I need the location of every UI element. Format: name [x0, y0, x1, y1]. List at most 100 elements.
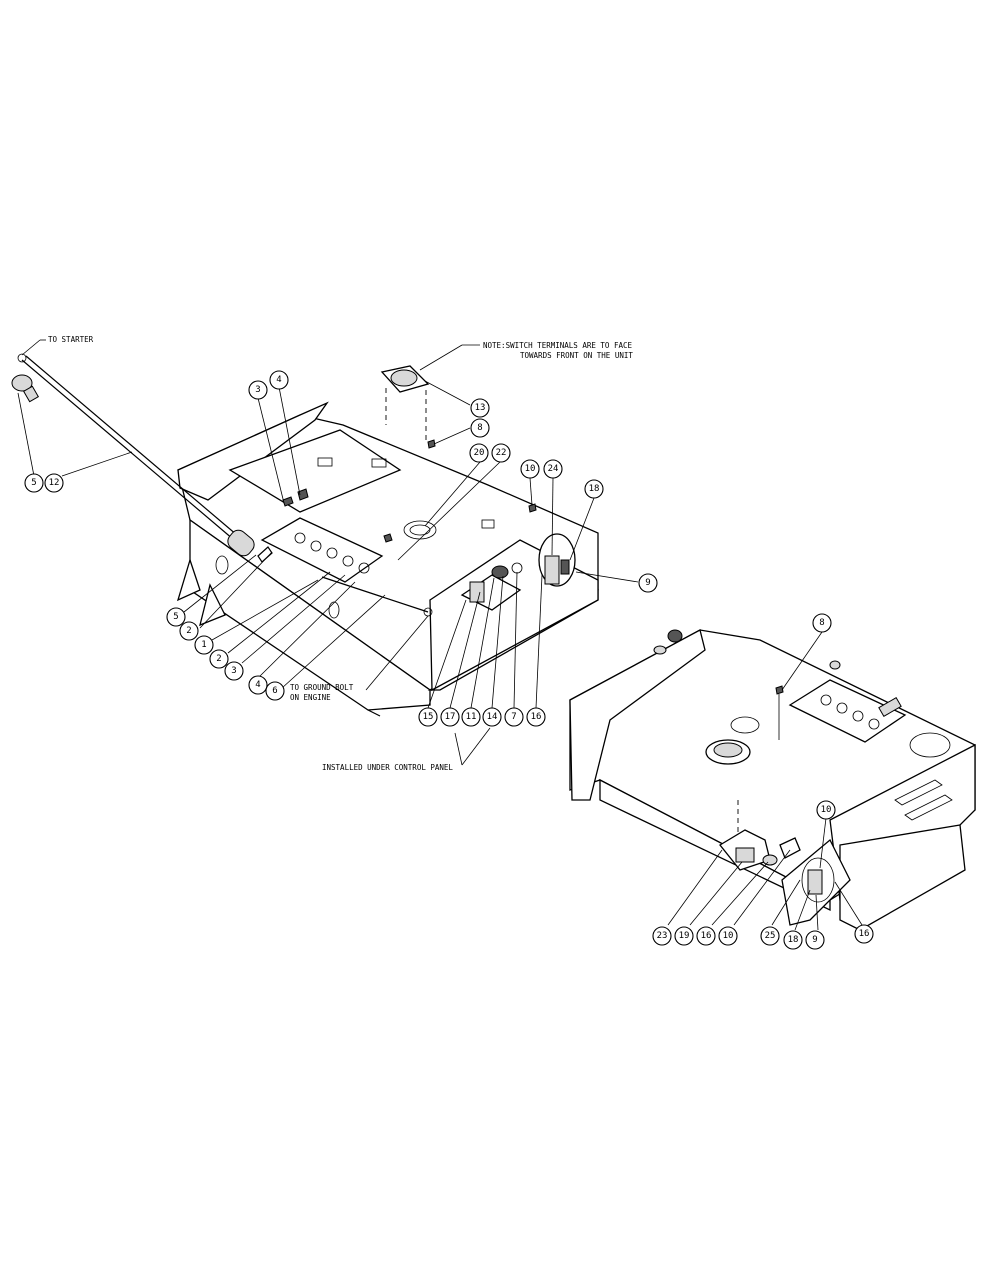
bolt-8	[427, 439, 436, 449]
relay-terminal	[560, 559, 570, 575]
leader-note	[419, 344, 463, 371]
leader-5	[17, 392, 35, 477]
notes: TO STARTER NOTE:SWITCH TERMINALS ARE TO …	[48, 335, 633, 772]
gauge-5	[358, 562, 370, 574]
callout-c11: 18	[584, 479, 604, 499]
svg-text:15: 15	[423, 712, 434, 722]
leader-22	[397, 461, 501, 561]
callout-c10: 24	[543, 459, 563, 479]
svg-text:7: 7	[511, 712, 516, 722]
note-ground-line1: TO GROUND BOLT	[290, 683, 354, 692]
callout-c25: 16	[526, 707, 546, 727]
svg-text:19: 19	[679, 931, 690, 941]
note-switch-line2: TOWARDS FRONT ON THE UNIT	[520, 351, 633, 360]
leader-16	[535, 574, 543, 709]
left-rear-box	[228, 429, 402, 513]
leader-20	[424, 461, 481, 527]
callout-c27: 10	[816, 800, 836, 820]
leader-9	[575, 571, 639, 583]
leader-lines	[17, 339, 863, 931]
leader-10c	[733, 849, 791, 926]
left-rear-flap	[177, 401, 329, 501]
callout-c34: 9	[805, 930, 825, 950]
callouts: 5 12 3 4 13 8 20 22 10 24 18 9 5 2 1 2 3…	[24, 370, 874, 950]
leader-8	[433, 427, 471, 445]
leader-14	[491, 575, 504, 709]
right-rear-flap	[569, 629, 706, 801]
callout-c6: 8	[470, 418, 490, 438]
svg-text:20: 20	[474, 448, 485, 458]
callout-c21: 17	[440, 707, 460, 727]
right-switch-button	[713, 742, 743, 758]
leader-10b	[819, 817, 827, 869]
callout-c7: 20	[469, 443, 489, 463]
leader-3b	[241, 574, 346, 664]
callout-c17: 3	[224, 661, 244, 681]
svg-text:5: 5	[31, 478, 36, 488]
gauge-3	[326, 547, 338, 559]
svg-text:1: 1	[201, 640, 206, 650]
leader-installed-2	[461, 727, 491, 766]
right-gauge-4	[868, 718, 880, 730]
note-ground-line2: ON ENGINE	[290, 693, 331, 702]
leader-18	[569, 497, 595, 561]
callout-c2: 12	[44, 473, 64, 493]
leader-1	[211, 579, 319, 641]
leader-12	[61, 451, 133, 477]
svg-text:4: 4	[276, 375, 281, 385]
right-gauge-3	[852, 710, 864, 722]
leader-installed-1	[454, 732, 463, 766]
callout-c9: 10	[520, 459, 540, 479]
svg-text:3: 3	[255, 385, 260, 395]
cable-boot	[227, 529, 255, 557]
leader-2a	[199, 551, 273, 629]
leader-4b	[257, 581, 356, 679]
svg-text:6: 6	[272, 686, 277, 696]
cable-lug	[17, 353, 27, 363]
callout-c4: 4	[269, 370, 289, 390]
ground-cable	[321, 576, 429, 613]
right-skirt	[839, 824, 966, 931]
svg-text:16: 16	[701, 931, 712, 941]
callout-c16: 2	[209, 649, 229, 669]
callout-c29: 19	[674, 926, 694, 946]
callout-c19: 6	[265, 681, 285, 701]
svg-text:17: 17	[445, 712, 456, 722]
left-leg-3	[367, 709, 381, 717]
leader-17	[449, 591, 481, 709]
right-big-hole	[909, 732, 951, 758]
leader-9b	[815, 894, 819, 931]
leader-ground	[365, 615, 429, 691]
callout-c31: 10	[718, 926, 738, 946]
gauge-2	[310, 540, 322, 552]
svg-text:8: 8	[477, 423, 482, 433]
note-to-starter: TO STARTER	[48, 335, 94, 344]
bolt-4	[297, 488, 309, 501]
ignition-switch	[469, 581, 485, 603]
callout-c20: 15	[418, 707, 438, 727]
side-hole-2	[328, 601, 340, 619]
leader-10	[529, 477, 533, 506]
svg-text:3: 3	[231, 666, 236, 676]
svg-text:9: 9	[645, 578, 650, 588]
callout-c13: 5	[166, 607, 186, 627]
bolt-10	[528, 503, 537, 513]
callout-c28: 23	[652, 926, 672, 946]
callout-c32: 25	[760, 926, 780, 946]
callout-c8: 22	[491, 443, 511, 463]
svg-text:5: 5	[173, 612, 178, 622]
right-gauge-strip	[788, 679, 907, 743]
callout-c18: 4	[248, 675, 268, 695]
right-round-opening	[730, 716, 760, 734]
leader-24	[551, 477, 554, 556]
callout-c3: 3	[248, 380, 268, 400]
leader-7	[513, 571, 518, 709]
right-knob-3	[829, 660, 841, 670]
svg-text:18: 18	[788, 935, 799, 945]
callout-c15: 1	[194, 635, 214, 655]
leader-11	[470, 577, 495, 709]
leader-13	[424, 380, 471, 406]
ignition-knob	[491, 565, 509, 579]
right-gauge-2	[836, 702, 848, 714]
